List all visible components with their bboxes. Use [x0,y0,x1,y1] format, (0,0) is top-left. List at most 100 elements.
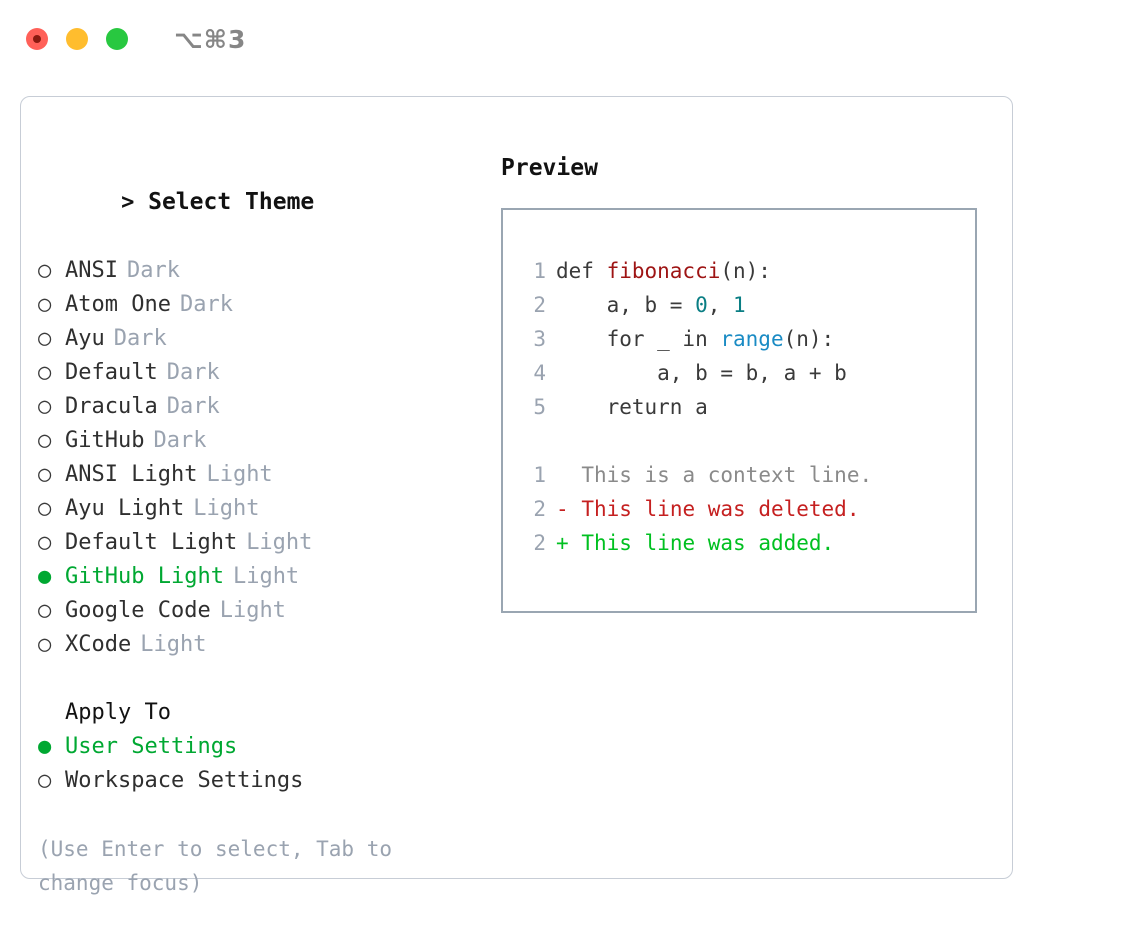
theme-variant-badge: Light [246,530,313,555]
code-line-number: 2 [533,293,546,317]
code-line: 3 for _ in range(n): [520,322,975,356]
code-line: 2 a, b = 0, 1 [520,288,975,322]
close-window-button[interactable] [26,28,48,50]
diff-line-number: 1 [533,463,546,487]
code-token-plain: a, b = b, a + b [556,361,847,385]
code-line-content: a, b = b, a + b [556,361,847,385]
theme-option-label: Default [65,360,158,385]
keyboard-hint-text: (Use Enter to select, Tab to change focu… [38,837,405,895]
code-line-number: 1 [533,259,546,283]
radio-unselected-icon: ○ [38,326,52,351]
code-diff-spacer [520,424,975,458]
radio-unselected-icon: ○ [38,360,52,385]
minimize-window-button[interactable] [66,28,88,50]
apply-to-option-user-settings[interactable]: ● User Settings [38,730,498,764]
theme-variant-badge: Dark [166,394,220,419]
code-line-number: 4 [533,361,546,385]
theme-option-label: Ayu [65,326,105,351]
radio-unselected-icon: ○ [38,768,52,793]
radio-unselected-icon: ○ [38,428,52,453]
theme-option-label: GitHub Light [65,564,224,589]
diff-line-number: 2 [533,531,546,555]
diff-line-content: - This line was deleted. [556,497,859,521]
code-token-call: range [720,327,784,351]
theme-option-github-light[interactable]: ● GitHub Light Light [38,560,498,594]
maximize-window-button[interactable] [106,28,128,50]
diff-line-text: This line was added. [581,531,835,555]
theme-variant-badge: Light [193,496,260,521]
radio-unselected-icon: ○ [38,598,52,623]
apply-to-option-label: User Settings [65,734,238,759]
theme-option-label: ANSI Light [65,462,198,487]
apply-to-option-label: Workspace Settings [65,768,304,793]
theme-option-label: XCode [65,632,132,657]
radio-unselected-icon: ○ [38,530,52,555]
theme-variant-badge: Light [219,598,286,623]
radio-unselected-icon: ○ [38,258,52,283]
theme-variant-badge: Dark [179,292,233,317]
radio-selected-icon: ● [38,564,52,589]
theme-option-label: Ayu Light [65,496,185,521]
radio-selected-icon: ● [38,734,52,759]
code-token-plain: , [707,293,734,317]
code-token-plain: for _ in [556,327,721,351]
code-token-plain: a, b = [556,293,696,317]
code-token-num: 1 [733,293,746,317]
diff-sign: - [556,497,569,521]
theme-variant-badge: Dark [166,360,220,385]
theme-option-label: Google Code [65,598,211,623]
code-line-number: 5 [533,395,546,419]
apply-to-heading: Apply To [65,700,171,725]
theme-option-label: Atom One [65,292,171,317]
radio-unselected-icon: ○ [38,496,52,521]
diff-sign: + [556,531,569,555]
diff-line-context: 1 This is a context line. [520,458,975,492]
diff-line-content: This is a context line. [556,463,872,487]
diff-line-number: 2 [533,497,546,521]
theme-option-xcode[interactable]: ○ XCode Light [38,628,498,662]
diff-line-content: + This line was added. [556,531,834,555]
theme-option-ansi-light[interactable]: ○ ANSI Light Light [38,458,498,492]
code-token-plain: def [556,259,607,283]
theme-option-default[interactable]: ○ Default Dark [38,356,498,390]
diff-line-add: 2 + This line was added. [520,526,975,560]
radio-unselected-icon: ○ [38,632,52,657]
diff-line-text: This is a context line. [581,463,873,487]
section-spacer [38,662,498,696]
theme-option-label: Default Light [65,530,238,555]
theme-variant-badge: Light [140,632,207,657]
diff-sample-block: 1 This is a context line.2- This line wa… [520,458,975,560]
code-token-plain: (n): [720,259,771,283]
radio-unselected-icon: ○ [38,462,52,487]
code-token-num: 0 [695,293,708,317]
theme-option-default-light[interactable]: ○ Default Light Light [38,526,498,560]
theme-variant-badge: Dark [153,428,207,453]
diff-line-del: 2 - This line was deleted. [520,492,975,526]
code-line: 5 return a [520,390,975,424]
apply-to-option-workspace-settings[interactable]: ○ Workspace Settings [38,764,498,798]
code-line-number: 3 [533,327,546,351]
code-line-content: return a [556,395,708,419]
apply-to-option-list: ● User Settings ○ Workspace Settings [38,730,498,798]
code-token-plain: return a [556,395,708,419]
theme-variant-badge: Dark [126,258,180,283]
theme-option-ayu-light[interactable]: ○ Ayu Light Light [38,492,498,526]
select-theme-title: Select Theme [148,189,315,215]
code-line-content: def fibonacci(n): [556,259,771,283]
preview-heading: Preview [501,155,598,181]
theme-variant-badge: Light [232,564,300,589]
prompt-caret-icon: > [121,190,135,215]
theme-option-google-code[interactable]: ○ Google Code Light [38,594,498,628]
code-line: 1 def fibonacci(n): [520,254,975,288]
keyboard-shortcut-label: ⌥⌘3 [174,24,247,54]
code-line-content: for _ in range(n): [556,327,835,351]
theme-variant-badge: Light [206,462,273,487]
